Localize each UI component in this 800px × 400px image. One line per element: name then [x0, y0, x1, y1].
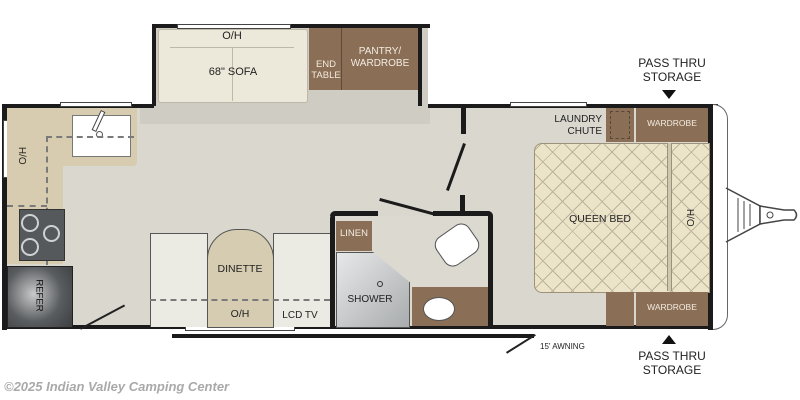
counter-overhead-line: [46, 136, 134, 138]
slideout-wall-left: [152, 24, 156, 106]
lcd-tv-label: LCD TV: [282, 310, 318, 321]
counter-overhead-line-h2: [7, 205, 47, 207]
pass-thru-storage-bottom-label: PASS THRU STORAGE: [638, 349, 706, 377]
shower-label: SHOWER: [347, 294, 393, 305]
queen-bed: [534, 143, 710, 293]
awning-label: 15' AWNING: [540, 342, 585, 351]
bath-wall-right: [488, 211, 493, 327]
awning-rail: [172, 334, 534, 338]
arrow-down-icon: [662, 90, 676, 99]
bath-wall-left: [330, 213, 335, 327]
pantry-wardrobe: [342, 28, 418, 90]
kitchen-overhead-label: H/O: [15, 146, 27, 165]
burner-icon: [21, 238, 39, 256]
shower-drain-icon: [377, 281, 383, 287]
kitchen-window: [60, 102, 132, 107]
sofa-label: 68" SOFA: [208, 66, 258, 78]
bed-headboard-divider: [667, 143, 672, 291]
wall-left: [2, 104, 7, 330]
laundry-chute-door: [610, 111, 630, 139]
end-table: [309, 28, 342, 90]
wardrobe-bottom: [636, 292, 708, 326]
refer-label: REFER: [33, 279, 45, 312]
bed-overhead-label: H/O: [683, 208, 695, 227]
dinette-bench-right: [273, 233, 331, 327]
pantry-wardrobe-label: PANTRY/ WARDROBE: [350, 46, 410, 69]
nightstand: [606, 292, 634, 326]
dinette-overhead-label: O/H: [230, 308, 250, 320]
sofa-seam: [232, 47, 233, 101]
partition-wall: [461, 108, 466, 134]
burner-icon: [43, 225, 60, 242]
sofa: [158, 29, 308, 103]
linen-cabinet: [336, 221, 372, 251]
slideout-overhead-label: O/H: [222, 30, 242, 42]
slideout-wall-top: [152, 24, 430, 28]
queen-bed-label: QUEEN BED: [569, 213, 631, 225]
wardrobe-top: [636, 108, 708, 142]
pass-thru-storage-top-label: PASS THRU STORAGE: [638, 56, 706, 84]
copyright-watermark: ©2025 Indian Valley Camping Center: [4, 379, 230, 394]
bedroom-window: [510, 102, 587, 107]
linen-label: LINEN: [340, 228, 368, 239]
bath-wall-top-right: [433, 211, 493, 216]
dinette-overhead-line: [150, 299, 330, 301]
bath-wall-stub: [460, 195, 465, 213]
arrow-up-icon: [662, 335, 676, 344]
burner-icon: [21, 214, 39, 232]
slideout-window: [177, 24, 291, 29]
wardrobe-top-label: WARDROBE: [647, 118, 697, 128]
bath-wall-top-left: [330, 211, 378, 216]
dinette-label: DINETTE: [217, 263, 263, 275]
end-table-label: END TABLE: [311, 59, 341, 81]
slideout-wall-right: [418, 24, 422, 106]
bath-sink-icon: [423, 297, 455, 321]
wardrobe-bottom-label: WARDROBE: [647, 302, 697, 312]
hitch-icon: [725, 187, 798, 243]
wall-front: [708, 104, 714, 330]
dinette-bench-left: [150, 233, 208, 327]
slideout-floor-strip: [140, 106, 430, 124]
refrigerator: [7, 266, 73, 328]
dinette-table: [207, 229, 274, 328]
laundry-chute-label: LAUNDRY CHUTE: [554, 114, 602, 137]
